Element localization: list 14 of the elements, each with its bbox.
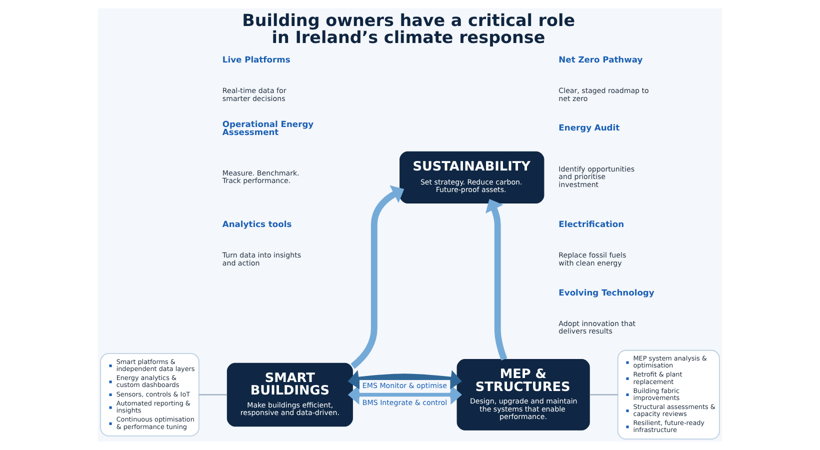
arrow [348, 370, 462, 390]
connector [590, 394, 618, 396]
arrow [348, 384, 462, 405]
label: Evolving Technology [558, 287, 654, 298]
label: Operational Energy Assessment [222, 118, 314, 138]
arrow [350, 185, 404, 369]
arrow [486, 198, 508, 360]
label: Net Zero Pathway [558, 54, 643, 65]
label: Live Platforms [222, 54, 290, 65]
diagram-title: Building owners have a critical role in Ireland’s climate response [242, 10, 576, 47]
label: Electrification [558, 219, 624, 230]
connector [199, 394, 228, 396]
label: Energy Audit [558, 122, 620, 133]
label: Analytics tools [222, 219, 292, 230]
